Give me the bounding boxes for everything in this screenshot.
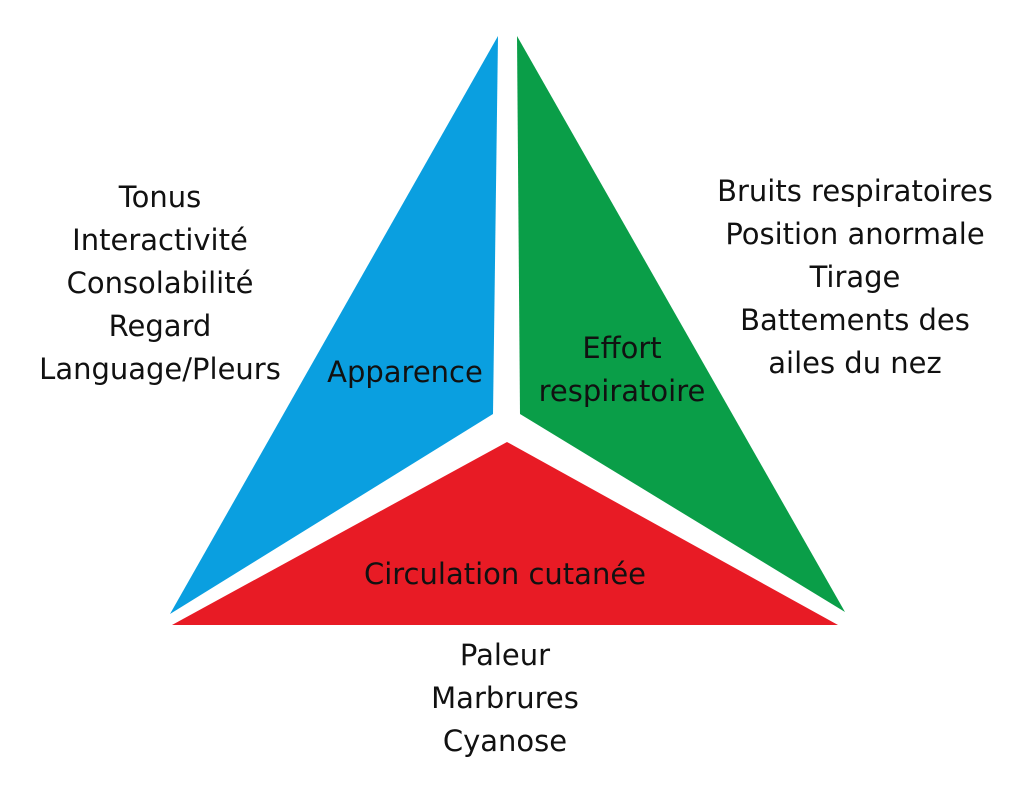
circulation-label: Circulation cutanée [363, 557, 647, 591]
list-item: Position anormale [725, 217, 985, 251]
list-item: Tirage [809, 260, 901, 294]
list-item: Battements des [740, 303, 970, 337]
appearance-label: Apparence [327, 355, 483, 389]
list-item: Cyanose [442, 724, 568, 758]
breathing-criteria-list: Bruits respiratoires Position anormale T… [690, 170, 1020, 385]
appearance-segment [170, 36, 498, 614]
list-item: Bruits respiratoires [717, 174, 993, 208]
list-item: Paleur [459, 638, 551, 672]
breathing-label: Effort respiratoire [522, 327, 722, 413]
list-item: Regard [108, 309, 212, 343]
breathing-segment [517, 36, 845, 612]
list-item: Tonus [118, 180, 202, 214]
list-item: Marbrures [431, 681, 579, 715]
list-item: Interactivité [72, 223, 248, 257]
circulation-criteria-list: Paleur Marbrures Cyanose [400, 634, 610, 763]
list-item: Language/Pleurs [39, 352, 281, 386]
list-item: Consolabilité [66, 266, 254, 300]
list-item: ailes du nez [768, 346, 942, 380]
circulation-segment [172, 442, 838, 625]
appearance-criteria-list: Tonus Interactivité Consolabilité Regard… [20, 176, 300, 391]
breathing-label-line2: respiratoire [538, 374, 706, 408]
breathing-label-line1: Effort [582, 331, 662, 365]
